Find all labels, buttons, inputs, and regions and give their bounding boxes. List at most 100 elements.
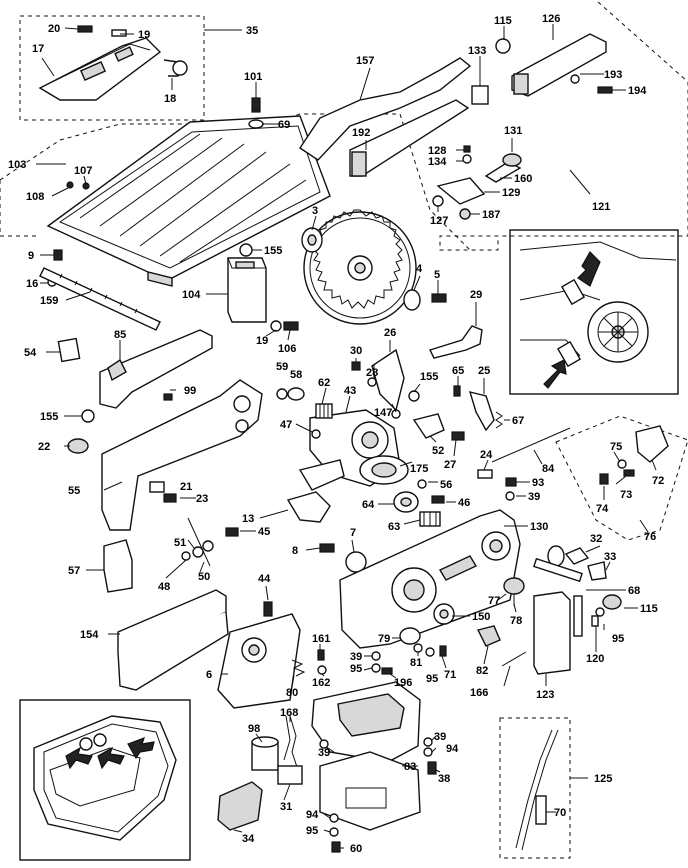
callout-51: 51 [174,537,186,549]
callout-64: 64 [362,499,375,511]
detail-group-outline-103 [0,113,471,251]
part-56-washer [417,479,427,489]
callout-9: 9 [28,250,34,262]
part-95-washer-c [371,663,381,673]
part-39-washer-b [371,651,381,661]
part-73-screw [623,469,635,477]
part-81-washer [413,643,423,653]
part-125-cable [515,729,553,849]
part-95-washer-a [595,607,605,617]
part-194-screw [597,86,613,94]
part-48-washer [181,551,191,561]
part-39-washer-c [423,737,433,747]
part-104-column [227,257,267,323]
callout-83: 83 [404,761,416,773]
callout-19b: 19 [256,335,268,347]
part-74-screw [599,473,609,485]
part-38-screw [427,761,437,775]
callout-73: 73 [620,489,632,501]
callout-22: 22 [38,441,50,453]
part-82-knob [476,625,501,647]
callout-23: 23 [196,493,208,505]
part-51-shaft [187,517,211,567]
inset-top-right-content [519,241,677,389]
callout-79: 79 [378,633,390,645]
callout-161: 161 [312,633,330,645]
callout-131: 131 [504,125,522,137]
callout-54: 54 [24,347,37,359]
callout-17: 17 [32,43,44,55]
leader-lines [36,24,657,849]
part-70-sleeve [535,795,547,825]
callout-39a: 39 [528,491,540,503]
part-59-nut [276,388,288,400]
callout-157: 157 [356,55,374,67]
callout-18: 18 [164,93,176,105]
callout-128: 128 [428,145,446,157]
part-46-screw [431,495,445,504]
part-95-washer-d [329,827,339,837]
part-94-washer-b [329,813,339,823]
part-69-washer [248,119,264,129]
part-26-guard [371,348,405,412]
callout-125: 125 [594,773,612,785]
callout-52: 52 [432,445,444,457]
callout-30: 30 [350,345,362,357]
part-47-washer [311,429,321,439]
callout-46: 46 [458,497,470,509]
callout-labels: 20 19 35 17 18 101 69 157 115 126 133 19… [8,13,664,855]
part-95-washer-b [425,647,435,657]
callout-99: 99 [184,385,196,397]
part-57-block [103,539,133,593]
part-45-screw [225,527,239,537]
part-192-bar [349,99,470,177]
callout-104: 104 [182,289,201,301]
callout-115b: 115 [640,603,658,615]
part-72-bracket [635,425,669,463]
part-30-screw [351,361,361,371]
part-187-nut [459,208,471,220]
callout-95a: 95 [612,633,624,645]
callout-38: 38 [438,773,450,785]
detail-group-box-35 [19,15,205,121]
callout-21: 21 [180,481,192,493]
part-33-bracket [587,561,607,581]
arrow-icon-c [65,746,93,770]
callout-155a: 155 [264,245,282,257]
part-123-column [533,591,571,675]
callout-59: 59 [276,361,288,373]
part-55-arm [101,379,263,531]
part-134-washer [462,154,472,164]
callout-44: 44 [258,573,271,585]
part-166-screw [501,651,527,667]
callout-82: 82 [476,665,488,677]
callout-166: 166 [470,687,488,699]
part-28-washer [367,377,377,387]
part-21-spring [149,481,165,493]
part-161-screw [317,649,325,661]
part-133-bracket [471,85,489,105]
part-126-bar [511,33,607,97]
part-98-capacitor [251,741,279,771]
callout-130: 130 [530,521,548,533]
callout-133: 133 [468,45,486,57]
part-19-spring [111,29,127,37]
callout-159: 159 [40,295,58,307]
callout-33: 33 [604,551,616,563]
part-44-screw [263,601,273,617]
part-80-spring [291,659,306,677]
part-68-shaft [533,557,583,583]
callout-70: 70 [554,807,566,819]
callout-74: 74 [596,503,609,515]
callout-20: 20 [48,23,60,35]
saw-blade [303,209,417,325]
part-131-knob [502,153,522,167]
part-106-screw [283,321,299,331]
arrow-icon-b [543,359,567,389]
part-155-nut-a [239,243,253,257]
part-54-label [57,337,81,363]
part-157-lever [299,57,472,161]
callout-72: 72 [652,475,664,487]
